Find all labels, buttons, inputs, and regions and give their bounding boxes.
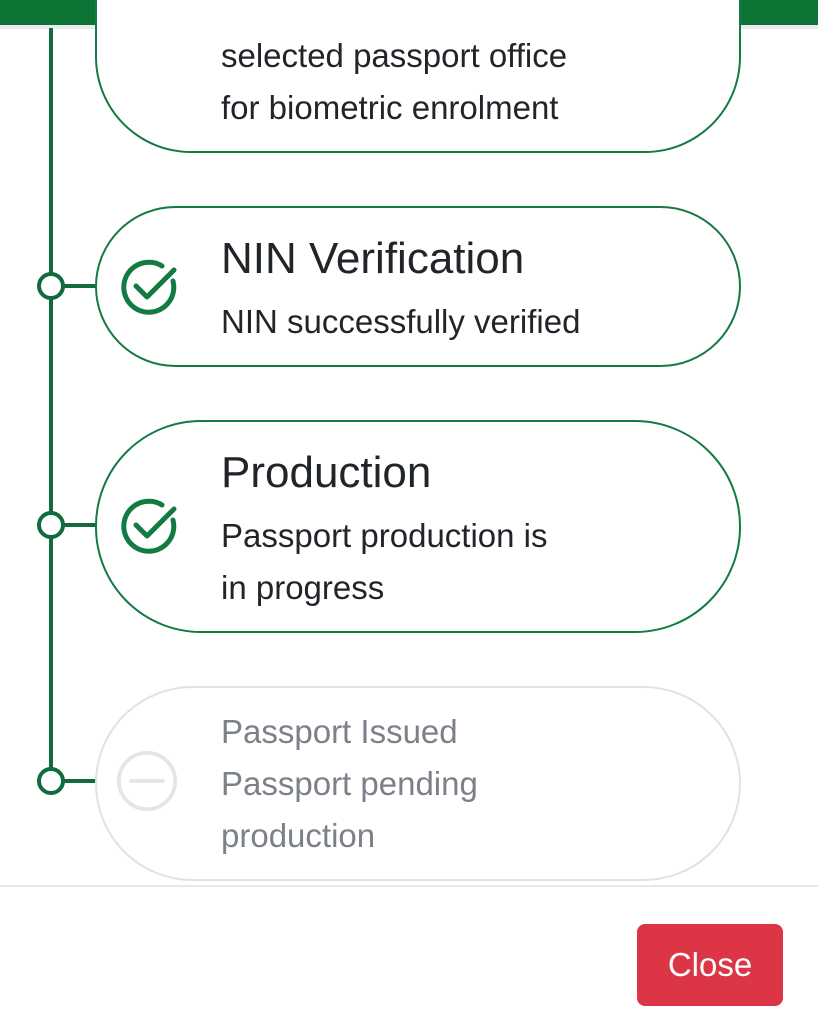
step-nin-description: NIN successfully verified bbox=[221, 296, 641, 348]
step-production-description-line-2: in progress bbox=[221, 569, 385, 606]
step-enrolment-description-line-1: selected passport office bbox=[221, 37, 568, 74]
footer-divider bbox=[0, 885, 818, 887]
close-button[interactable]: Close bbox=[637, 924, 783, 1006]
timeline-card-production bbox=[95, 420, 741, 633]
step-nin-description-line-1: NIN successfully verified bbox=[221, 303, 581, 340]
step-nin-title: NIN Verification bbox=[221, 234, 525, 283]
timeline-card-passport-issued bbox=[95, 686, 741, 881]
timeline-connector-nin bbox=[64, 284, 120, 288]
step-issued-description-line-2: production bbox=[221, 817, 376, 854]
step-enrolment-description-line-2: for biometric enrolment bbox=[221, 89, 559, 126]
check-circle-icon bbox=[121, 259, 177, 315]
step-production-title: Production bbox=[221, 448, 432, 497]
step-issued-description-line-1: Passport pending bbox=[221, 765, 478, 802]
step-production-description: Passport production is in progress bbox=[221, 510, 641, 614]
timeline-connector-issued bbox=[64, 779, 118, 783]
timeline-node-production bbox=[37, 511, 65, 539]
timeline-line bbox=[49, 28, 53, 782]
check-circle-icon bbox=[121, 498, 177, 554]
timeline-connector-production bbox=[64, 523, 120, 527]
timeline-node-nin bbox=[37, 272, 65, 300]
timeline-node-issued bbox=[37, 767, 65, 795]
timeline-card-step-enrolment bbox=[95, 0, 741, 153]
minus-circle-icon bbox=[116, 750, 178, 812]
step-enrolment-description: selected passport office for biometric e… bbox=[221, 30, 641, 134]
step-issued-title: Passport Issued bbox=[221, 713, 458, 750]
step-issued-text: Passport Issued Passport pending product… bbox=[221, 706, 641, 862]
timeline-card-nin-verification bbox=[95, 206, 741, 367]
step-production-description-line-1: Passport production is bbox=[221, 517, 548, 554]
